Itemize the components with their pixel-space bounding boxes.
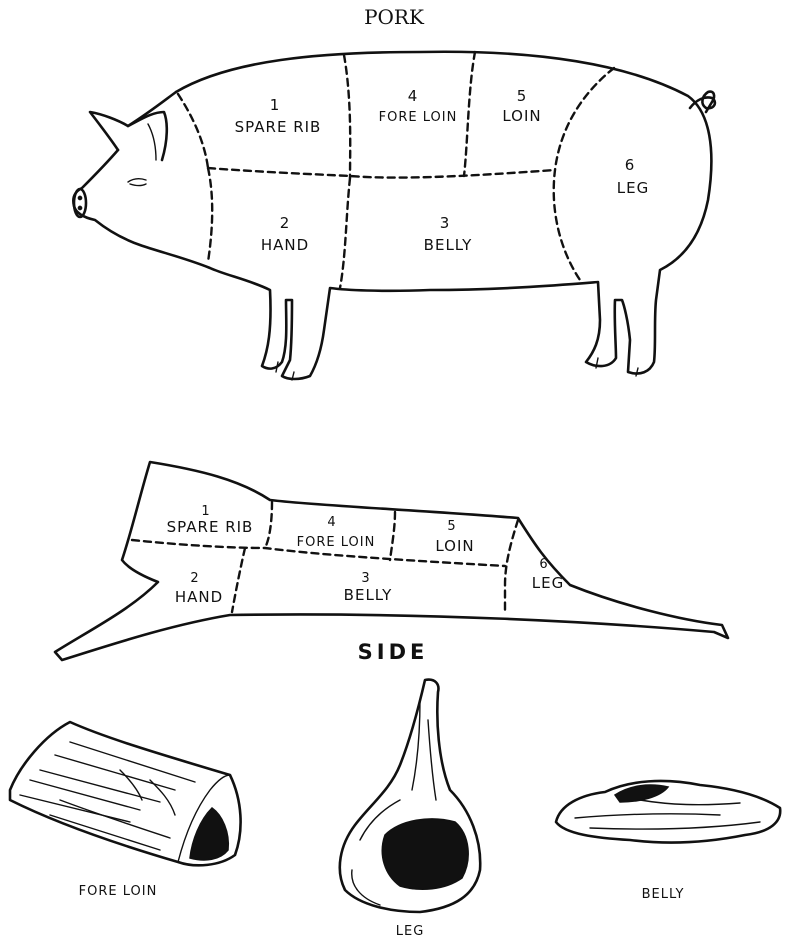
side-title: SIDE: [358, 640, 429, 664]
side-cut-line: [505, 520, 518, 612]
cut-name: LEG: [532, 574, 564, 592]
side-cut-line: [232, 548, 245, 612]
cut-number: 6: [625, 156, 636, 174]
pig-cut-line: [208, 168, 555, 178]
cut-number: 6: [539, 557, 548, 572]
pig-cut-fore-loin: 4 FORE LOIN: [379, 87, 458, 125]
pig-cut-line: [340, 178, 350, 288]
belly-illustration: BELLY: [556, 781, 780, 902]
cut-name: LOIN: [502, 107, 541, 125]
side-cut-spare-rib: 1 SPARE RIB: [167, 504, 254, 536]
cut-name: HAND: [175, 588, 223, 606]
illustration-label-leg: LEG: [396, 924, 425, 939]
pig-cut-loin: 5 LOIN: [502, 87, 541, 125]
side-cut-fore-loin: 4 FORE LOIN: [297, 515, 376, 550]
cut-number: 4: [327, 515, 336, 530]
cut-name: SPARE RIB: [167, 518, 254, 536]
cut-number: 1: [201, 504, 210, 519]
pig-eye: [128, 179, 146, 186]
cut-name: FORE LOIN: [379, 110, 458, 125]
cut-name: FORE LOIN: [297, 535, 376, 550]
pig-cut-belly: 3 BELLY: [424, 214, 473, 254]
pig-cut-spare-rib: 1 SPARE RIB: [235, 96, 322, 136]
leg-illustration: LEG: [340, 680, 480, 939]
cut-number: 2: [190, 571, 199, 586]
cut-name: BELLY: [424, 236, 473, 254]
side-illustration: 1 SPARE RIB 4 FORE LOIN 5 LOIN 6 LEG 2 H…: [55, 462, 728, 660]
pig-cut-line: [208, 168, 212, 262]
cut-name: LEG: [617, 179, 649, 197]
illustration-label-belly: BELLY: [642, 887, 685, 902]
pig-body-outline: [73, 52, 711, 379]
cut-number: 5: [447, 519, 456, 534]
side-cut-loin: 5 LOIN: [435, 519, 474, 555]
page-title: PORK: [364, 5, 425, 29]
cut-number: 2: [280, 214, 291, 232]
side-cut-hand: 2 HAND: [175, 571, 223, 606]
pig-cut-leg: 6 LEG: [617, 156, 649, 197]
pig-cut-line: [554, 68, 614, 280]
illustration-label-fore-loin: FORE LOIN: [79, 884, 158, 899]
pig-cut-hand: 2 HAND: [261, 214, 309, 254]
cut-name: BELLY: [344, 586, 393, 604]
side-cut-line: [390, 512, 395, 560]
cut-name: SPARE RIB: [235, 118, 322, 136]
fore-loin-illustration: FORE LOIN: [10, 722, 241, 899]
side-cut-line: [265, 502, 272, 548]
pig-cut-line: [178, 94, 208, 168]
side-outline: [55, 462, 728, 660]
cut-number: 4: [408, 87, 419, 105]
cut-number: 3: [361, 571, 370, 586]
cut-name: LOIN: [435, 537, 474, 555]
cut-number: 5: [517, 87, 528, 105]
side-cut-leg: 6 LEG: [532, 557, 564, 592]
cut-name: HAND: [261, 236, 309, 254]
cut-number: 1: [270, 96, 281, 114]
pig-cut-line: [344, 55, 350, 178]
side-cut-belly: 3 BELLY: [344, 571, 393, 604]
pig-illustration: 1 SPARE RIB 4 FORE LOIN 5 LOIN 6 LEG 2 H…: [73, 52, 715, 380]
cut-number: 3: [440, 214, 451, 232]
pig-cut-line: [464, 52, 475, 176]
